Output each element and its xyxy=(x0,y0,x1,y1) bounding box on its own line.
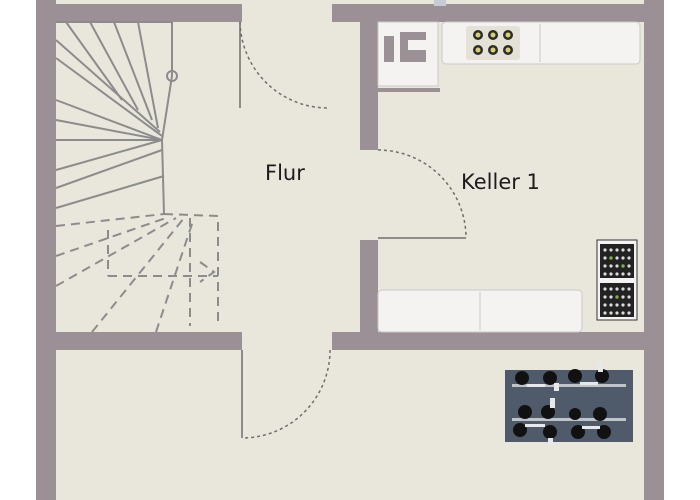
stair-hidden-lines xyxy=(55,213,219,333)
stair-tread xyxy=(113,21,153,121)
stair-newel-post xyxy=(166,70,178,82)
door-arc-cellar xyxy=(377,149,467,239)
stair-tread xyxy=(65,21,123,101)
stair-tread xyxy=(137,21,159,129)
door-arc-lower xyxy=(241,349,331,439)
stair-tread xyxy=(55,139,163,171)
stair-hidden-tread xyxy=(55,217,167,257)
cellar-wall-lower xyxy=(360,240,378,350)
pipe-marker xyxy=(434,0,446,6)
door-leaves xyxy=(239,22,466,438)
cellar-wall-upper xyxy=(360,22,378,150)
stair-lower-solid xyxy=(161,139,165,215)
staircase xyxy=(55,21,178,215)
stair-tread xyxy=(55,39,161,133)
outer-wall-left xyxy=(36,0,56,500)
stair-tread xyxy=(55,57,163,137)
room-label-hall: Flur xyxy=(265,161,305,185)
stair-hidden-tread xyxy=(55,217,177,287)
outer-wall-right xyxy=(644,0,664,500)
niche-wall xyxy=(378,88,440,92)
room-label-cellar-1: Keller 1 xyxy=(461,170,540,194)
stair-hidden-tread xyxy=(55,213,165,227)
stair-tread xyxy=(55,99,163,141)
door-arc-top xyxy=(239,21,329,109)
stair-tread xyxy=(55,119,163,141)
top-wall-right xyxy=(332,4,644,22)
stair-direction-arrow xyxy=(199,261,216,283)
top-wall-left xyxy=(56,4,242,22)
stair-tread xyxy=(89,21,139,111)
stair-hidden-tread xyxy=(91,217,185,333)
dumbbell-icon xyxy=(505,362,633,446)
cooktop-icon xyxy=(466,26,520,60)
mid-wall-left xyxy=(56,332,242,350)
doors xyxy=(239,21,467,439)
shelf-icon xyxy=(377,289,583,333)
washer-icon xyxy=(377,21,439,87)
walls xyxy=(36,0,664,500)
stair-tread xyxy=(55,149,163,189)
mid-wall-right xyxy=(332,332,644,350)
stair-hidden-outline xyxy=(163,213,219,326)
stair-tread xyxy=(55,175,165,209)
crate-icon xyxy=(596,239,638,321)
